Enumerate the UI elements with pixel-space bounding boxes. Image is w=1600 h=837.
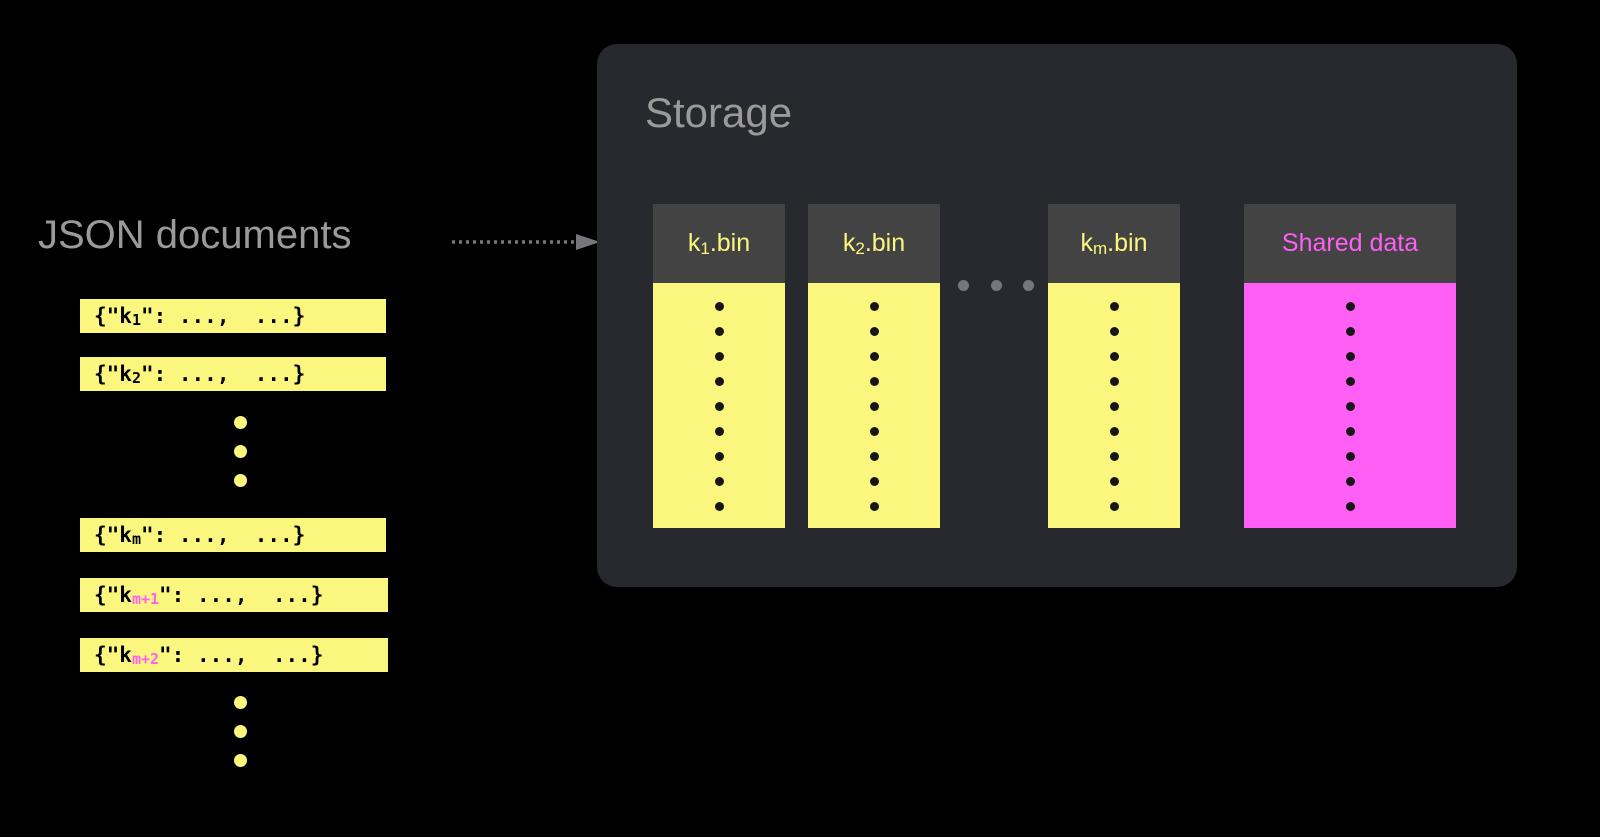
json-document-subscript: m (131, 530, 141, 548)
record-dot (714, 377, 724, 386)
json-document-prefix: {"k (94, 523, 132, 547)
storage-file-body (808, 283, 940, 528)
storage-file-extension: .bin (864, 229, 906, 257)
ellipsis-dot (233, 696, 247, 709)
record-dot (1109, 477, 1119, 486)
record-dot (1109, 377, 1119, 386)
record-dot (869, 502, 879, 511)
storage-file-prefix: k (1080, 229, 1094, 257)
record-dot (1345, 402, 1355, 411)
record-dot (714, 352, 724, 361)
ellipsis-dot (233, 416, 247, 429)
storage-files-ellipsis (958, 280, 1034, 291)
storage-file-prefix: k (842, 229, 856, 257)
record-dot (869, 327, 879, 336)
storage-file-header: Shared data (1244, 204, 1456, 283)
storage-file-extension: .bin (1107, 229, 1148, 257)
ellipsis-dot (233, 754, 247, 767)
record-dot (1345, 452, 1355, 461)
json-documents-title: JSON documents (38, 213, 352, 257)
json-document-suffix: ": ..., ...} (140, 523, 306, 547)
record-dot (1109, 402, 1119, 411)
storage-file-body (1244, 283, 1456, 528)
storage-file-body (1048, 283, 1180, 528)
record-dot (869, 427, 879, 436)
json-document-suffix: ": ..., ...} (159, 583, 324, 607)
record-dot (1109, 352, 1119, 361)
record-dot (714, 302, 724, 311)
record-dot (1345, 502, 1355, 511)
record-dot (1109, 452, 1119, 461)
record-dot (1109, 302, 1119, 311)
record-dot (1345, 377, 1355, 386)
ellipsis-dot (990, 280, 1002, 291)
record-dot (714, 452, 724, 461)
ellipsis-dot (233, 474, 247, 487)
ellipsis-dot (958, 280, 969, 291)
json-document-subscript: m+1 (131, 590, 160, 608)
json-document-subscript: m+2 (131, 650, 160, 668)
storage-title: Storage (645, 89, 793, 136)
record-dot (1109, 502, 1119, 511)
ellipsis-dot (233, 725, 247, 738)
json-document-prefix: {"k (94, 643, 132, 667)
json-documents-ellipsis-upper (232, 416, 248, 487)
json-document-suffix: ": ..., ...} (140, 304, 306, 328)
json-document-subscript: 2 (131, 369, 141, 387)
json-document-suffix: ": ..., ...} (159, 643, 324, 667)
record-dot (869, 452, 879, 461)
ellipsis-dot (1023, 280, 1034, 291)
storage-file-prefix: k (687, 229, 701, 257)
record-dot (869, 402, 879, 411)
record-dot (869, 302, 879, 311)
storage-file-subscript: 1 (700, 238, 710, 258)
record-dot (714, 502, 724, 511)
json-document-prefix: {"k (94, 583, 132, 607)
json-document-prefix: {"k (94, 362, 132, 386)
json-document-suffix: ": ..., ...} (140, 362, 306, 386)
storage-file-subscript: m (1093, 238, 1108, 258)
record-dot (714, 477, 724, 486)
record-dot (1345, 427, 1355, 436)
storage-file-extension: .bin (709, 229, 751, 257)
record-dot (1345, 302, 1355, 311)
record-dot (1345, 477, 1355, 486)
record-dot (1109, 427, 1119, 436)
record-dot (714, 427, 724, 436)
record-dot (1109, 327, 1119, 336)
record-dot (1345, 327, 1355, 336)
flow-arrow-icon (452, 234, 600, 250)
json-document-subscript: 1 (131, 311, 141, 329)
record-dot (869, 377, 879, 386)
record-dot (1345, 352, 1355, 361)
record-dot (869, 477, 879, 486)
record-dot (714, 402, 724, 411)
json-documents-ellipsis-lower (232, 696, 248, 767)
json-document-prefix: {"k (94, 304, 132, 328)
storage-file-subscript: 2 (855, 238, 865, 258)
record-dot (714, 327, 724, 336)
storage-file-body (653, 283, 785, 528)
ellipsis-dot (233, 445, 247, 458)
storage-file-shared-data[interactable]: Shared data (1244, 204, 1456, 528)
record-dot (869, 352, 879, 361)
